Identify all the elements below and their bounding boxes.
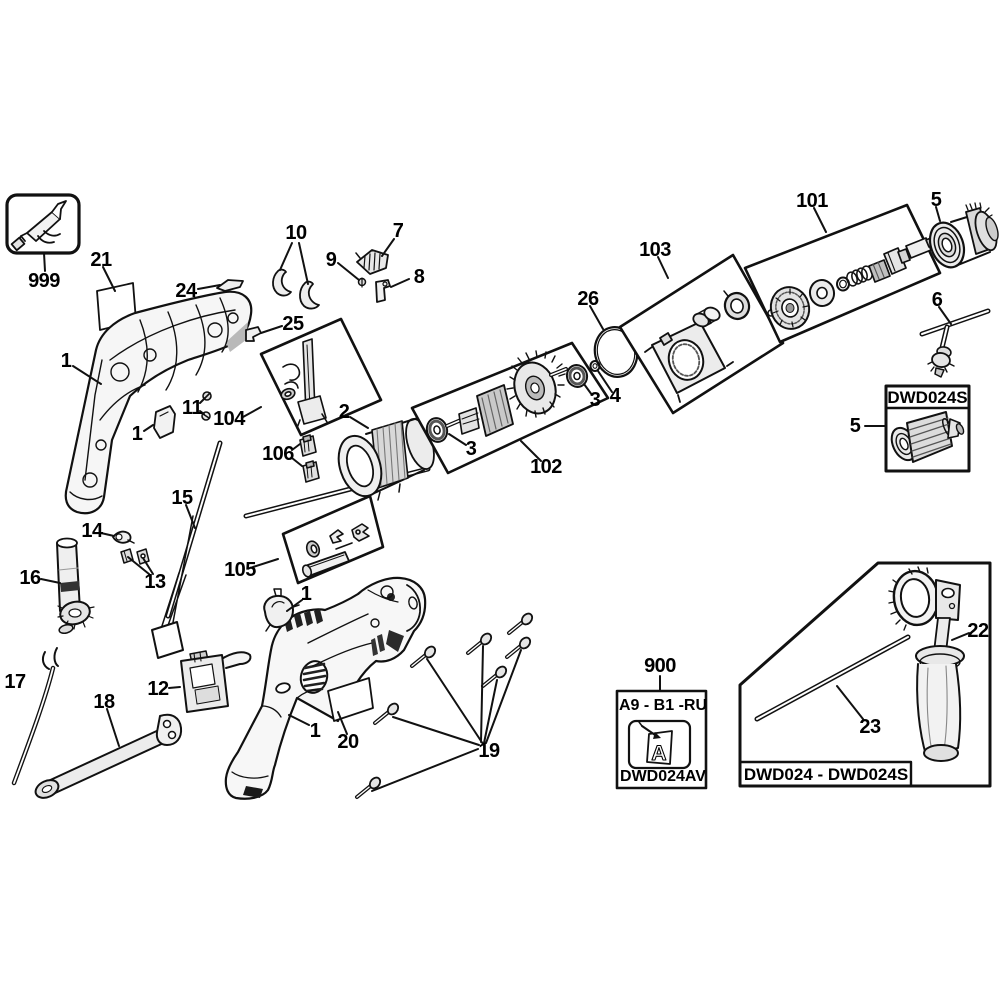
lubricant-symbol-box [5,193,81,255]
chuck-variant-title: DWD024S [887,388,968,407]
part-label-8: 8 [413,266,425,288]
washer-drawing [808,279,836,307]
part-label-17: 17 [4,671,26,693]
nameplate-20-drawing [327,677,374,722]
leader-lines [40,206,970,792]
cord-protector-drawing [56,537,95,635]
part-label-1-housing: 1 [309,720,321,742]
keyless-chuck-drawing [890,411,965,463]
kit-dwd024s-box [884,384,971,473]
spindle-shaft-drawing [868,236,937,283]
hardware-kit-parts-drawing [301,523,370,578]
part-label-19: 19 [478,740,500,762]
part-label-21: 21 [90,249,112,271]
part-24-drawing [216,279,244,292]
grease-tube-icon [10,200,67,252]
part-13-drawing [120,548,150,565]
part-label-5-chuck: 5 [930,189,942,211]
part-label-23: 23 [859,716,881,738]
part-label-102: 102 [530,456,562,478]
switch-drawing [180,650,252,713]
part-label-999: 999 [28,270,60,292]
chuck-key-drawing [919,308,991,378]
power-cord-lead-drawing [11,647,59,786]
housing-insert-drawing [153,405,176,439]
depth-rod-23-drawing [754,634,911,722]
part-label-105: 105 [224,559,256,581]
kit-900-box [615,689,708,790]
brush-cap-drawing [355,249,389,275]
part-label-24: 24 [175,280,197,302]
part-label-14: 14 [81,520,103,542]
service-kit-title: A9 - B1 -RU [619,697,708,714]
part-label-5-keyless: 5 [849,415,861,437]
assembled-housing-drawing [224,576,427,800]
part-11-fasteners-drawing [201,391,212,421]
part-label-26: 26 [577,288,599,310]
part-10-clips-drawing [272,268,320,310]
part-label-6: 6 [931,289,943,311]
part-25-drawing [245,326,262,342]
screw-icon [466,632,493,655]
part-label-1-insert: 1 [131,423,143,445]
screw-icon [373,702,400,725]
armature-drawing [445,350,568,437]
motor-housing-drawing [64,290,253,515]
hardware-kit-box [281,494,385,585]
part-label-2: 2 [338,401,350,423]
screw-icon [410,645,437,668]
part-label-4: 4 [609,385,621,407]
chuck-drawing [928,202,999,269]
cord-clamp-drawing [34,713,183,799]
part-label-3-right: 3 [589,389,601,411]
gearcase-box [618,253,785,415]
part-14-clip-drawing [112,530,135,544]
tag-letter: A [651,742,666,765]
handle-kit-models: DWD024 - DWD024S [743,765,909,784]
depth-rod-drawing [165,440,223,619]
part-label-9: 9 [325,249,337,271]
brush-holder-kit-box [259,317,383,437]
screw-icon [507,612,534,635]
part-label-25: 25 [282,313,304,335]
bearing-drawing-right [565,364,589,388]
carbon-brushes-drawing [299,434,320,483]
gearcase-drawing [644,290,751,403]
part-label-106: 106 [262,443,294,465]
lead-wires-drawing [151,515,194,659]
part-8-drawing [375,279,391,303]
field-stator-drawing [337,417,435,501]
screw-icon [481,665,508,688]
part-label-22: 22 [967,620,989,642]
spindle-assembly-box [743,203,942,344]
part-label-20: 20 [337,731,359,753]
screws-drawing [355,612,534,799]
part-label-104: 104 [213,408,245,430]
part-label-18: 18 [93,691,115,713]
part-label-1-upper-housing: 1 [60,350,72,372]
brush-holder-drawing [280,338,328,429]
screw-icon [505,636,532,659]
part-label-900: 900 [644,655,676,677]
part-9-screw-drawing [357,277,367,288]
armature-assembly-box [410,341,610,475]
part-label-101: 101 [796,190,828,212]
screw-icon [355,776,382,799]
label-tag-icon [627,719,692,770]
part-label-12: 12 [147,678,169,700]
part-label-3-left: 3 [465,438,477,460]
part-label-103: 103 [639,239,671,261]
part-label-13: 13 [144,571,166,593]
part-label-7: 7 [392,220,404,242]
spindle-gear-drawing [769,286,811,330]
part-label-1-clamp: 1 [300,583,312,605]
service-kit-code: DWD024AV [620,768,706,785]
part-label-11: 11 [181,397,203,419]
side-handle-drawing [888,566,965,762]
part-label-16: 16 [19,567,41,589]
part-label-10: 10 [285,222,307,244]
part-label-15: 15 [171,487,193,509]
handle-kit-box [738,561,992,788]
